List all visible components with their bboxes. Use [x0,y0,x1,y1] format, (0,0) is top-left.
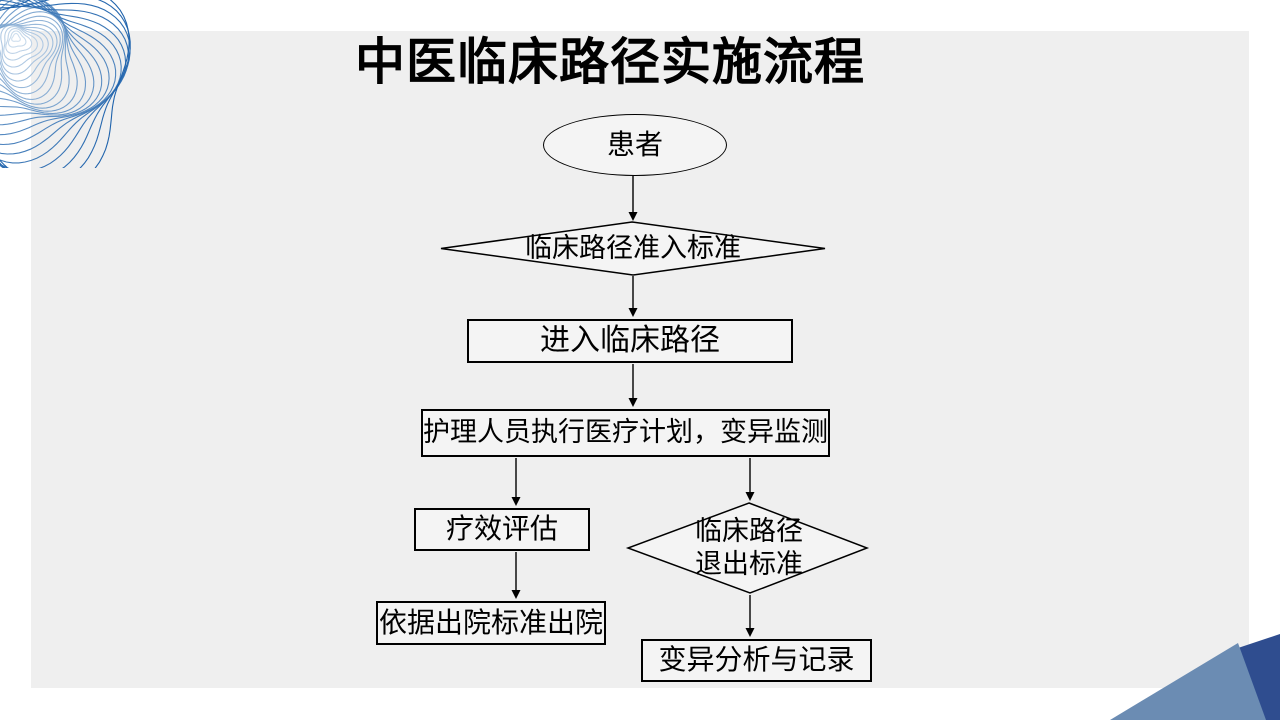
arrowhead-icon [511,590,521,599]
node-efficacy-evaluation: 疗效评估 [414,508,590,551]
node-exit-criteria: 临床路径 退出标准 [663,512,835,584]
node-variation-record-label: 变异分析与记录 [658,644,855,676]
node-exit-criteria-label: 临床路径 退出标准 [695,516,803,579]
node-patient: 患者 [543,114,727,176]
node-variation-record: 变异分析与记录 [641,639,872,682]
arrow-lines [515,176,751,628]
arrowhead-icon [745,492,755,501]
node-enter-pathway: 进入临床路径 [467,319,793,363]
node-exit-criteria-shape [625,502,870,594]
node-efficacy-evaluation-label: 疗效评估 [445,513,558,545]
node-admission-criteria-label: 临床路径准入标准 [525,233,741,264]
node-discharge-label: 依据出院标准出院 [378,606,603,638]
node-execute-plan: 护理人员执行医疗计划，变异监测 [421,409,830,457]
arrowhead-icon [628,398,638,407]
node-discharge: 依据出院标准出院 [376,601,606,645]
node-enter-pathway-label: 进入临床路径 [540,323,720,357]
node-patient-label: 患者 [606,128,663,160]
arrowhead-icon [628,212,638,221]
node-admission-criteria: 临床路径准入标准 [463,233,803,264]
arrowhead-icon [745,628,755,637]
arrow-heads [511,212,755,637]
node-execute-plan-label: 护理人员执行医疗计划，变异监测 [423,417,828,448]
node-admission-criteria-shape [440,221,826,276]
page-title: 中医临床路径实施流程 [355,34,865,90]
arrowhead-icon [628,308,638,317]
arrowhead-icon [511,497,521,506]
